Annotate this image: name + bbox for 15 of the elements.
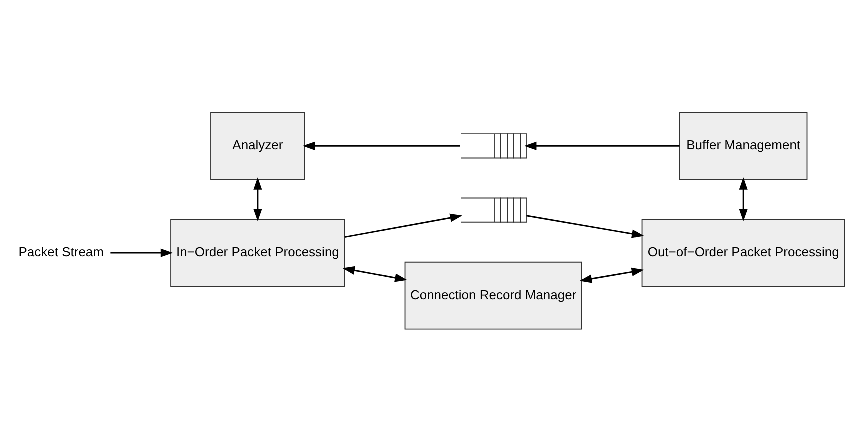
arrow (526, 214, 644, 238)
arrow (302, 141, 460, 150)
arrow (580, 267, 644, 283)
node-box: Connection Record Manager (404, 261, 582, 330)
node-box: Analyzer (210, 112, 306, 180)
arrow (110, 248, 174, 257)
arrow (342, 266, 408, 282)
arrow (524, 141, 680, 150)
node-box: Buffer Management (679, 112, 808, 180)
arrow (344, 213, 463, 238)
arrow (254, 177, 262, 221)
arrow (739, 177, 748, 221)
node-text: Packet Stream (18, 244, 104, 260)
node-box: In−Order Packet Processing (170, 218, 346, 286)
node-box: Out−of−Order Packet Processing (642, 218, 846, 286)
